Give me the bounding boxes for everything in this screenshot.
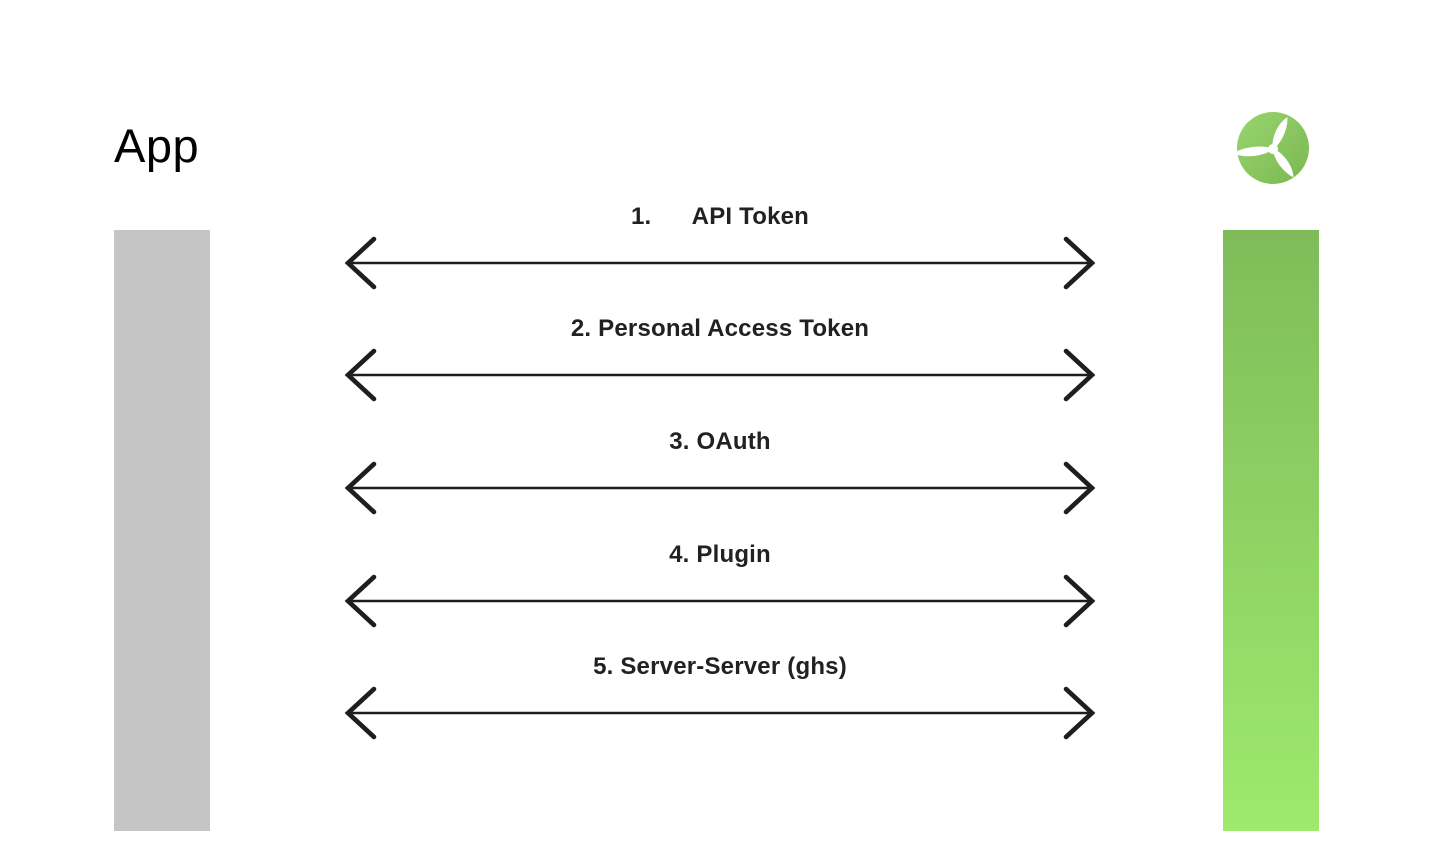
- app-side-bar: [114, 230, 210, 831]
- connection-label: 5. Server-Server (ghs): [593, 653, 847, 680]
- connection-row-oauth: 3. OAuth: [340, 428, 1100, 520]
- double-arrow-icon: [344, 236, 1096, 290]
- service-side-bar: [1223, 230, 1319, 831]
- connection-row-api-token: 1. API Token: [340, 203, 1100, 295]
- connection-row-plugin: 4. Plugin: [340, 541, 1100, 633]
- app-title: App: [114, 119, 200, 172]
- connection-row-server-server: 5. Server-Server (ghs): [340, 653, 1100, 745]
- double-arrow-icon: [344, 348, 1096, 402]
- double-arrow-icon: [344, 574, 1096, 628]
- double-arrow-icon: [344, 461, 1096, 515]
- connection-label: 3. OAuth: [669, 428, 771, 455]
- double-arrow-icon: [344, 686, 1096, 740]
- connection-label: 4. Plugin: [669, 541, 771, 568]
- connection-row-personal-access-token: 2. Personal Access Token: [340, 315, 1100, 407]
- connection-label: 1. API Token: [630, 203, 810, 230]
- connection-label: 2. Personal Access Token: [570, 315, 870, 342]
- propeller-logo-icon: [1236, 112, 1309, 184]
